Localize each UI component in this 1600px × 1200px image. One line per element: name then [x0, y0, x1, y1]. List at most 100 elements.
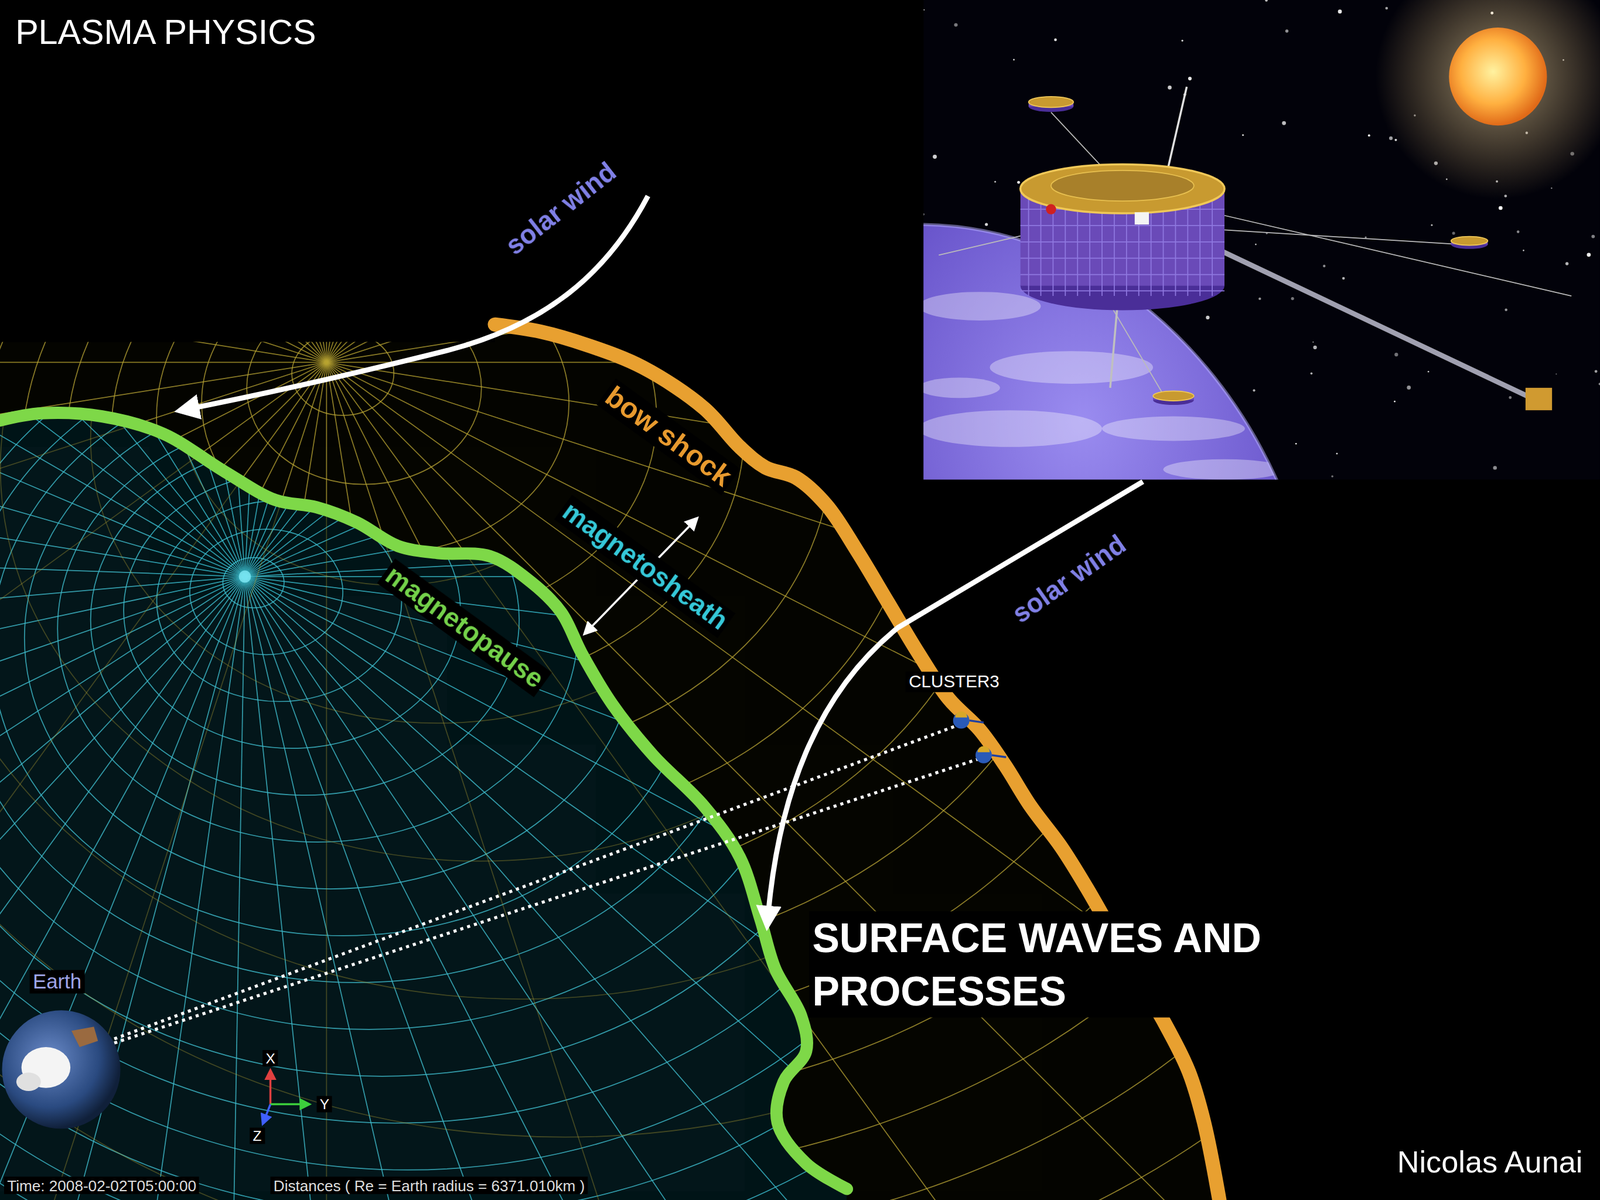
cluster-spacecraft-picture	[1110, 306, 1118, 388]
bow-shock-mesh	[0, 0, 327, 363]
flow-arrow	[181, 195, 1144, 924]
cluster-spacecraft-picture	[1555, 373, 1557, 375]
magnetopause-mesh	[123, 472, 461, 749]
cluster-spacecraft-picture	[1498, 206, 1503, 211]
magnetopause-mesh	[244, 0, 783, 577]
bow-shock-mesh	[0, 74, 327, 363]
topic-heading: SURFACE WAVES AND PROCESSES	[809, 911, 1346, 1018]
magnetopause-mesh	[326, 0, 895, 363]
earth-globe	[16, 1072, 42, 1091]
cluster-spacecraft-picture	[1310, 372, 1313, 375]
axis-triad	[269, 1071, 272, 1105]
cluster-spacecraft-picture	[1338, 9, 1343, 14]
cluster-spacecraft-picture	[1199, 199, 1201, 296]
cluster-spacecraft-picture	[1322, 264, 1326, 268]
magnetopause-mesh	[0, 101, 1225, 1200]
cluster-spacecraft-picture	[1053, 38, 1057, 42]
magnetopause-mesh	[0, 387, 919, 1200]
cluster-spacecraft-picture	[953, 22, 958, 27]
cluster-spacecraft-picture	[1040, 199, 1042, 296]
cluster-spacecraft-picture	[1211, 199, 1213, 296]
cluster-spacecraft-picture	[1385, 7, 1389, 10]
magnetopause-mesh	[244, 576, 1079, 1200]
bow-shock-mesh	[0, 0, 327, 363]
magnetopause-mesh	[0, 576, 245, 1200]
cluster-spacecraft-picture	[923, 377, 1001, 398]
magnetopause-mesh	[0, 576, 245, 1200]
magnetopause-mesh	[271, 313, 435, 448]
cluster-spacecraft-picture	[1550, 187, 1552, 189]
magnetopause-mesh	[0, 0, 327, 363]
magnetopause-mesh	[116, 0, 245, 577]
cluster-probe	[969, 720, 984, 723]
cluster-spacecraft-picture	[1028, 96, 1074, 108]
cluster-spacecraft-picture	[1152, 390, 1194, 401]
bow-shock-mesh	[326, 0, 895, 363]
cluster-spacecraft-picture	[1375, 0, 1600, 200]
planet-label: Earth	[29, 969, 85, 994]
magnetopause-line	[0, 413, 848, 1190]
cluster-spacecraft-picture	[1252, 389, 1255, 392]
cluster-spacecraft-picture	[1258, 297, 1261, 300]
boundary-label: magnetopause	[377, 558, 552, 697]
cluster-spacecraft-picture	[1012, 59, 1015, 61]
cluster-probe	[991, 755, 1006, 757]
cluster-spacecraft-picture	[1186, 199, 1189, 296]
cluster-spacecraft-picture	[1175, 199, 1177, 296]
magnetopause-mesh	[326, 362, 1407, 1200]
cluster-spacecraft-picture	[932, 154, 937, 159]
cluster-spacecraft-picture	[923, 291, 1286, 480]
magnetopause-mesh	[0, 362, 327, 1200]
cluster-spacecraft-picture	[1393, 400, 1396, 403]
earth-globe	[71, 1026, 98, 1047]
cluster-spacecraft-picture	[923, 9, 925, 11]
cluster-spacecraft-picture	[1451, 236, 1489, 246]
magnetopause-mesh	[244, 0, 564, 577]
bow-shock-mesh	[325, 362, 327, 1200]
cluster-spacecraft-picture	[1102, 416, 1245, 442]
magnetopause-mesh	[244, 576, 1451, 1200]
cluster-spacecraft-picture	[1591, 234, 1595, 239]
cluster-spacecraft-picture	[1264, 0, 1268, 2]
cluster-spacecraft-picture	[1448, 27, 1547, 126]
cluster-spacecraft-picture	[1219, 250, 1536, 401]
magnetopause-mesh	[0, 358, 696, 936]
cluster-spacecraft-picture	[1336, 452, 1339, 455]
cluster-spacecraft-picture	[923, 0, 1600, 480]
axis-label: Z	[249, 1127, 265, 1145]
cluster-spacecraft-picture	[1331, 475, 1334, 478]
author-credit: Nicolas Aunai	[1394, 1144, 1586, 1180]
slide-title: PLASMA PHYSICS	[12, 12, 320, 53]
magnetopause-mesh	[0, 45, 1343, 1200]
magnetopause-mesh	[0, 301, 814, 1030]
bow-shock-mesh	[0, 0, 327, 363]
bow-shock-mesh	[0, 0, 327, 363]
magnetopause-mesh	[0, 576, 245, 1200]
flow-arrow	[181, 195, 648, 411]
scale-note: Distances ( Re = Earth radius = 6371.010…	[270, 1176, 589, 1194]
magnetopause-mesh	[0, 362, 327, 1200]
boundary-label: bow shock	[596, 378, 740, 496]
cluster-spacecraft-picture	[984, 222, 988, 226]
cluster-spacecraft-picture	[1020, 241, 1225, 243]
magnetopause-mesh	[244, 0, 1600, 577]
bow-shock-mesh	[326, 0, 614, 363]
cluster-probe	[954, 711, 968, 718]
magnetopause-mesh	[24, 386, 637, 889]
magnetopause-mesh	[244, 480, 1600, 577]
timestamp: Time: 2008-02-02T05:00:00	[4, 1176, 200, 1194]
axis-triad	[263, 1071, 309, 1123]
magnetopause-mesh	[0, 362, 327, 1200]
axis-triad	[263, 1104, 271, 1123]
